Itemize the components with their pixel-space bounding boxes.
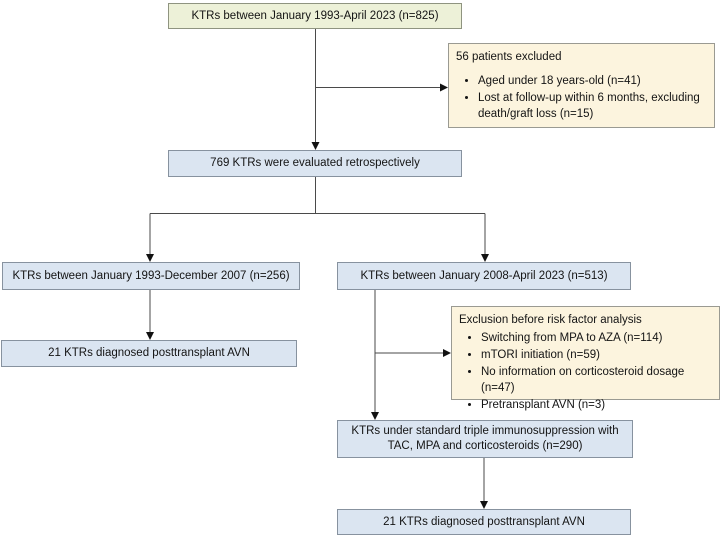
note-risk-item: Switching from MPA to AZA (n=114) (481, 330, 711, 346)
arrowhead-era1-avn (146, 332, 154, 340)
note-risk-title: Exclusion before risk factor analysis (459, 314, 642, 326)
note-risk-factor-exclusion: Exclusion before risk factor analysis Sw… (451, 306, 720, 411)
arrowhead-excluded-note (440, 83, 448, 92)
box-era2-2008-2023: KTRs between January 2008-April 2023 (n=… (337, 262, 631, 290)
note-risk-item: No information on corticosteroid dosage … (481, 364, 711, 396)
note-patients-excluded: 56 patients excluded Aged under 18 years… (448, 43, 715, 128)
note-risk-item: mTORI initiation (n=59) (481, 347, 711, 363)
note-excluded-list: Aged under 18 years-old (n=41) Lost at f… (456, 73, 706, 122)
arrowhead-triple (371, 412, 379, 420)
box-evaluated-ktrs: 769 KTRs were evaluated retrospectively (168, 150, 462, 177)
note-risk-list: Switching from MPA to AZA (n=114) mTORI … (459, 330, 711, 413)
box-era2-avn-diagnosed: 21 KTRs diagnosed posttransplant AVN (337, 509, 631, 535)
note-risk-item: Pretransplant AVN (n=3) (481, 397, 711, 413)
note-excluded-item: Aged under 18 years-old (n=41) (478, 73, 706, 89)
box-era1-avn-diagnosed: 21 KTRs diagnosed posttransplant AVN (1, 340, 297, 367)
box-triple-immunosuppression: KTRs under standard triple immunosuppres… (337, 420, 633, 458)
arrowhead-era2 (481, 254, 489, 262)
box-total-ktrs: KTRs between January 1993-April 2023 (n=… (168, 3, 462, 29)
note-excluded-item: Lost at follow-up within 6 months, exclu… (478, 90, 706, 122)
arrowhead-era2-avn (480, 501, 488, 509)
arrowhead-evaluated (311, 142, 320, 150)
box-era1-1993-2007: KTRs between January 1993-December 2007 … (2, 262, 300, 290)
note-excluded-title: 56 patients excluded (456, 51, 562, 63)
arrowhead-risk-note (443, 349, 451, 357)
arrowhead-era1 (146, 254, 154, 262)
